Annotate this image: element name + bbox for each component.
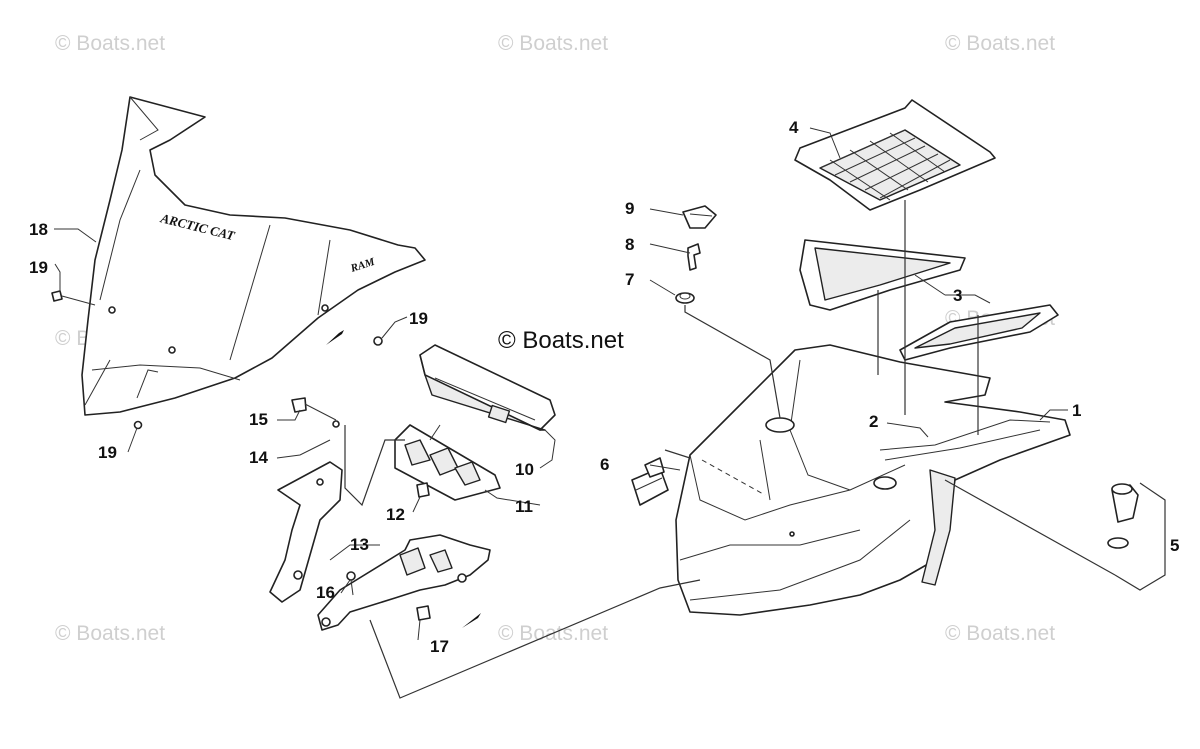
key-cap-part[interactable]: [682, 205, 717, 229]
callout-6[interactable]: 6: [600, 455, 609, 474]
gauge-bracket-part[interactable]: [394, 424, 501, 501]
watermark-top-right: © Boats.net: [945, 32, 1055, 55]
callout-13[interactable]: 13: [350, 535, 369, 554]
washer-14[interactable]: [332, 420, 340, 428]
screw-19-left[interactable]: [51, 290, 96, 306]
watermark-top-left: © Boats.net: [55, 32, 165, 55]
callout-5[interactable]: 5: [1170, 536, 1179, 555]
hood-part[interactable]: [675, 344, 1071, 616]
callout-3[interactable]: 3: [953, 286, 962, 305]
callout-10[interactable]: 10: [515, 460, 534, 479]
callout-16[interactable]: 16: [316, 583, 335, 602]
nut-17[interactable]: [416, 605, 431, 621]
callout-19-left[interactable]: 19: [29, 258, 48, 277]
callout-8[interactable]: 8: [625, 235, 634, 254]
connector-lines: [54, 127, 1166, 699]
switch-part[interactable]: [631, 457, 669, 506]
callout-12[interactable]: 12: [386, 505, 405, 524]
callout-18[interactable]: 18: [29, 220, 48, 239]
power-outlet-part[interactable]: [1107, 483, 1139, 549]
callout-7[interactable]: 7: [625, 270, 634, 289]
callout-9[interactable]: 9: [625, 199, 634, 218]
screw-19-right[interactable]: [373, 336, 383, 346]
watermark-bottom-left: © Boats.net: [55, 622, 165, 645]
watermark-bottom-right: © Boats.net: [945, 622, 1055, 645]
callout-2[interactable]: 2: [869, 412, 878, 431]
gauge-part[interactable]: [419, 344, 556, 431]
watermark-center: © Boats.net: [498, 327, 624, 354]
callout-1[interactable]: 1: [1072, 401, 1081, 420]
callout-15[interactable]: 15: [249, 410, 268, 429]
watermark-top-center: © Boats.net: [498, 32, 608, 55]
arrow-marker-lower: [462, 613, 481, 628]
arrow-marker-upper: [326, 330, 344, 345]
callout-17[interactable]: 17: [430, 637, 449, 656]
callouts: 1 2 3 4 5 6 7 8 9 10 11 12 13 14 15 16 1…: [29, 118, 1179, 656]
screw-15[interactable]: [291, 397, 307, 413]
mounting-bracket-part[interactable]: [269, 461, 491, 631]
windshield-part[interactable]: ARCTIC CAT RAM: [81, 96, 426, 416]
callout-11[interactable]: 11: [515, 497, 533, 516]
screw-19-lower[interactable]: [133, 420, 143, 430]
callout-4[interactable]: 4: [789, 118, 799, 137]
callout-19-right[interactable]: 19: [409, 309, 428, 328]
key-part[interactable]: [687, 243, 701, 271]
callout-14[interactable]: 14: [249, 448, 268, 467]
screw-16[interactable]: [346, 571, 356, 596]
key-switch-nut-part[interactable]: [675, 292, 695, 304]
screw-12[interactable]: [416, 482, 430, 498]
callout-19-lower[interactable]: 19: [98, 443, 117, 462]
trim-panels-part[interactable]: [799, 239, 1059, 361]
storage-net-part[interactable]: [794, 99, 996, 211]
alignment-arrows: [326, 330, 481, 628]
